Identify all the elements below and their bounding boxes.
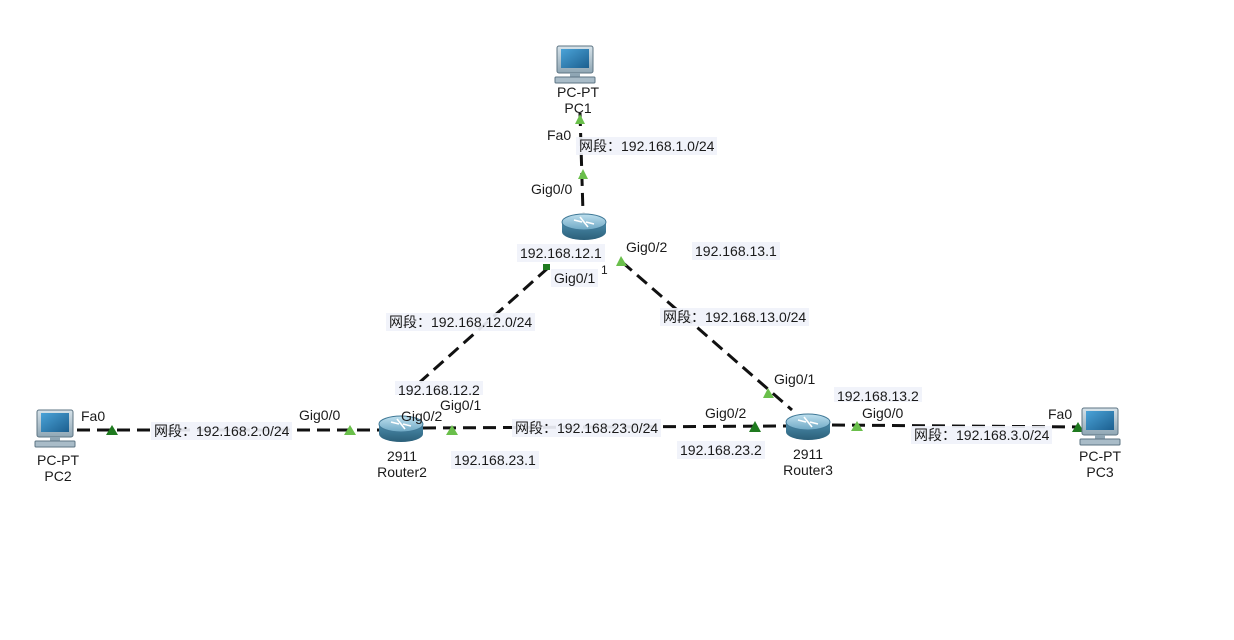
link-router1-router3[interactable] xyxy=(621,260,793,412)
port-indicator-pc3-fa0 xyxy=(1072,422,1084,432)
pc3-name: PC3 xyxy=(1086,464,1114,480)
port-label-pc3-fa0: Fa0 xyxy=(1048,406,1073,422)
port-indicator-r1-gig00 xyxy=(578,169,588,179)
network-label-192-168-3: 网段：192.168.3.0/24 xyxy=(911,426,1053,444)
router2-label: 2911 Router2 xyxy=(370,448,434,480)
port-label-r3-gig02: Gig0/2 xyxy=(705,405,747,421)
port-label-r2-gig02: Gig0/2 xyxy=(401,408,443,424)
network-label-192-168-23: 网段：192.168.23.0/24 xyxy=(512,419,662,437)
pc2-model: PC-PT xyxy=(37,452,79,468)
pc1-model: PC-PT xyxy=(557,84,599,100)
router3-label: 2911 Router3 xyxy=(776,446,840,478)
port-indicator-pc1-fa0 xyxy=(575,114,585,124)
pc3-model: PC-PT xyxy=(1079,448,1121,464)
router3-name: Router3 xyxy=(783,462,833,478)
port-indicator-r1-gig02 xyxy=(616,256,627,266)
pc1-icon[interactable] xyxy=(554,45,596,84)
ip-label-r1-13: 192.168.13.1 xyxy=(692,242,780,260)
network-label-192-168-12: 网段：192.168.12.0/24 xyxy=(386,313,536,331)
port-indicator-r2-gig00 xyxy=(344,425,356,435)
port-indicator-r3-gig00 xyxy=(851,421,863,431)
ip-label-r2-23: 192.168.23.1 xyxy=(451,451,539,469)
ip-label-r3-13: 192.168.13.2 xyxy=(834,387,922,402)
router1-icon[interactable] xyxy=(561,213,607,240)
pc1-label: PC-PT PC1 xyxy=(548,84,608,116)
router2-icon[interactable] xyxy=(378,415,424,442)
network-label-192-168-1: 网段：192.168.1.0/24 xyxy=(576,137,718,155)
port-label-r1-gig00: Gig0/0 xyxy=(531,181,573,197)
router2-model: 2911 xyxy=(386,448,418,464)
router3-model: 2911 xyxy=(792,446,824,462)
pc2-icon[interactable] xyxy=(34,409,76,448)
stray-label: 1 xyxy=(601,263,608,277)
port-label-r1-gig01: Gig0/1 xyxy=(551,269,599,287)
port-label-r1-gig02: Gig0/2 xyxy=(626,239,668,255)
ip-label-r3-23: 192.168.23.2 xyxy=(677,441,765,459)
router2-name: Router2 xyxy=(377,464,427,480)
ip-label-r1-12: 192.168.12.1 xyxy=(517,244,605,262)
pc1-name: PC1 xyxy=(564,100,592,116)
port-indicator-r2-gig02 xyxy=(446,425,458,435)
port-label-pc2-fa0: Fa0 xyxy=(81,408,106,424)
port-label-pc1-fa0: Fa0 xyxy=(547,127,572,143)
ip-label-r2-12: 192.168.12.2 xyxy=(395,381,483,395)
network-label-192-168-2: 网段：192.168.2.0/24 xyxy=(151,422,293,440)
router3-icon[interactable] xyxy=(785,413,831,440)
pc2-name: PC2 xyxy=(44,468,72,484)
network-label-192-168-13: 网段：192.168.13.0/24 xyxy=(660,308,810,326)
port-label-r2-gig00: Gig0/0 xyxy=(299,407,341,423)
pc2-label: PC-PT PC2 xyxy=(28,452,88,484)
port-label-r3-gig00: Gig0/0 xyxy=(862,405,904,421)
port-indicator-pc2-fa0 xyxy=(106,425,118,435)
port-indicator-r3-gig01 xyxy=(763,388,774,398)
port-label-r2-gig01: Gig0/1 xyxy=(440,397,482,413)
port-indicator-r1-gig01 xyxy=(543,264,550,270)
port-indicator-r3-gig02 xyxy=(749,421,761,432)
pc3-label: PC-PT PC3 xyxy=(1070,448,1130,480)
pc3-icon[interactable] xyxy=(1079,407,1121,446)
port-label-r3-gig01: Gig0/1 xyxy=(774,371,816,387)
link-pc1-router1[interactable] xyxy=(578,112,585,214)
